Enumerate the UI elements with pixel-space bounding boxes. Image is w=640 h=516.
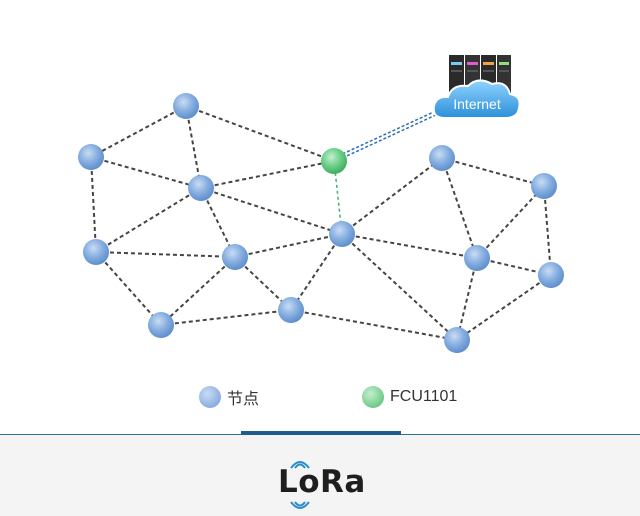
mesh-node	[278, 297, 304, 323]
mesh-nodes	[78, 93, 564, 353]
mesh-link	[476, 185, 545, 259]
mesh-link	[90, 156, 202, 189]
legend-gateway-label: FCU1101	[390, 388, 458, 405]
mesh-node	[78, 144, 104, 170]
mesh-link	[441, 157, 478, 259]
mesh-node	[148, 312, 174, 338]
mesh-link	[200, 160, 335, 189]
mesh-link	[456, 274, 552, 341]
mesh-link	[543, 185, 552, 276]
internet-uplink	[337, 109, 439, 157]
legend-gateway: FCU1101	[362, 385, 457, 409]
lora-wave-bottom-icon	[290, 501, 310, 509]
mesh-link	[90, 105, 187, 158]
mesh-link	[90, 156, 97, 253]
mesh-network-diagram: Internet	[78, 55, 564, 353]
mesh-link	[200, 187, 343, 235]
mesh-link	[341, 233, 458, 341]
mesh-link	[234, 233, 343, 258]
mesh-node	[188, 175, 214, 201]
mesh-link	[290, 309, 458, 341]
mesh-link	[341, 233, 478, 259]
mesh-node	[444, 327, 470, 353]
internet-cloud-icon: Internet	[432, 55, 521, 119]
mesh-link	[185, 105, 335, 162]
mesh-links	[90, 105, 552, 341]
mesh-link	[95, 251, 236, 258]
legend-node-swatch	[199, 386, 221, 408]
mesh-link	[160, 309, 292, 326]
mesh-link	[95, 187, 202, 253]
mesh-node	[464, 245, 490, 271]
footer	[0, 434, 640, 516]
mesh-node	[531, 173, 557, 199]
internet-label: Internet	[453, 96, 501, 112]
mesh-node	[173, 93, 199, 119]
internet-uplink	[337, 113, 439, 161]
mesh-link	[456, 257, 478, 341]
mesh-node	[83, 239, 109, 265]
lora-logo: LoRa	[278, 464, 366, 500]
mesh-node	[222, 244, 248, 270]
mesh-link	[160, 256, 236, 326]
mesh-link	[441, 157, 545, 187]
mesh-link	[341, 157, 443, 235]
footer-accent-bar	[241, 431, 401, 435]
mesh-link	[290, 233, 343, 311]
mesh-node	[329, 221, 355, 247]
legend-gateway-swatch	[362, 386, 384, 408]
legend-node: 节点	[199, 385, 259, 409]
mesh-node	[538, 262, 564, 288]
mesh-node	[429, 145, 455, 171]
legend-node-label: 节点	[227, 391, 260, 408]
mesh-link	[95, 251, 162, 326]
lora-wave-icon	[290, 461, 310, 469]
trademark-symbol: ™	[357, 475, 363, 482]
gateway-node	[321, 148, 347, 174]
